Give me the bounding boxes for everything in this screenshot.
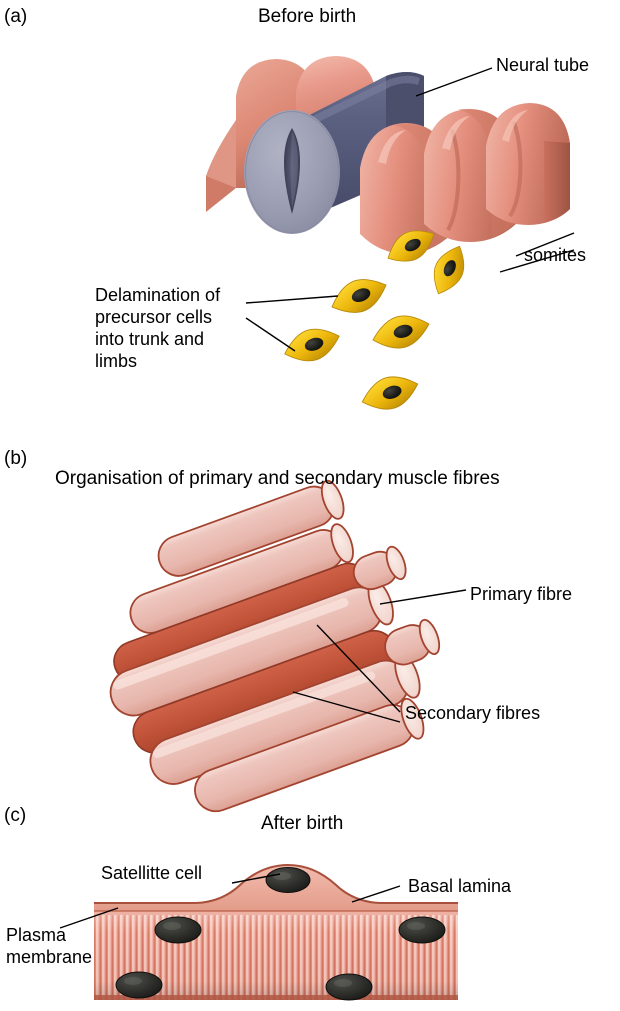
panel-label-a: (a)	[4, 6, 28, 27]
precursor-cell	[361, 376, 419, 410]
callout-basal-lamina: Basal lamina	[408, 876, 512, 896]
somite-group-left	[206, 56, 376, 212]
fibre-cylinder-secondary	[194, 697, 425, 813]
callout-primary-fibre: Primary fibre	[470, 584, 573, 604]
leader-secondary-fibre-upper	[316, 624, 401, 713]
fibre-cylinder-back	[129, 523, 354, 634]
panel-title-after-birth: After birth	[261, 813, 344, 834]
leader-delamination-lower	[245, 317, 296, 352]
leader-primary-fibre	[379, 589, 467, 605]
callout-delamination-line-1: Delamination of	[95, 285, 221, 305]
callout-satellite-cell: Satellitte cell	[101, 863, 203, 883]
fibre-cylinder-secondary	[109, 579, 394, 717]
callout-plasma-membrane-line-1: Plasma	[6, 925, 67, 945]
panel-a-artwork	[206, 56, 575, 410]
leader-secondary-fibre-lower	[292, 691, 401, 723]
fibre-cylinder-secondary	[149, 653, 421, 785]
fibre-primary	[132, 629, 396, 754]
panel-title-organisation: Organisation of primary and secondary mu…	[55, 468, 500, 489]
callout-delamination-line-4: limbs	[95, 350, 138, 371]
muscle-fibre-body	[94, 911, 458, 1000]
panel-title-before-birth: Before birth	[258, 6, 357, 27]
fibre-cylinder-stub	[352, 545, 407, 591]
leader-satellite-cell	[231, 873, 281, 884]
callout-plasma-membrane-line-2: membrane	[6, 946, 93, 967]
callout-plasma-membrane: Plasma membrane	[6, 925, 126, 969]
satellite-cell-nucleus	[265, 867, 311, 893]
callout-somites: somites	[524, 245, 587, 265]
fibre-cylinder-stub	[384, 618, 441, 666]
precursor-cell	[387, 230, 435, 262]
myonucleus	[398, 916, 446, 944]
panel-a-leader-lines	[245, 67, 575, 352]
fibre-primary	[113, 562, 370, 683]
callout-secondary-fibres: Secondary fibres	[405, 703, 541, 723]
leader-delamination-upper	[245, 295, 339, 304]
myonucleus	[115, 971, 163, 999]
panel-b-artwork	[109, 479, 467, 813]
precursor-cell-group	[284, 230, 465, 410]
myonuclei-group	[115, 916, 446, 1001]
callout-delamination-line-3: into trunk and	[95, 328, 205, 349]
callout-delamination-line-2: precursor cells	[95, 306, 213, 327]
somite-group-right	[360, 103, 570, 254]
neural-tube-cap	[244, 110, 340, 234]
leader-neural-tube	[415, 67, 493, 97]
panel-label-b: (b)	[4, 448, 28, 469]
panel-label-c: (c)	[4, 805, 27, 826]
precursor-cell	[433, 245, 465, 295]
precursor-cell	[372, 315, 430, 349]
precursor-cell	[284, 328, 340, 362]
neural-tube	[284, 72, 424, 228]
callout-delamination: Delamination of precursor cells into tru…	[95, 285, 245, 373]
fibre-cylinder-secondary	[157, 479, 345, 577]
myonucleus	[154, 916, 202, 944]
leader-basal-lamina	[351, 885, 401, 903]
precursor-cell	[331, 279, 387, 313]
myonucleus	[325, 973, 373, 1001]
callout-neural-tube: Neural tube	[496, 55, 590, 75]
